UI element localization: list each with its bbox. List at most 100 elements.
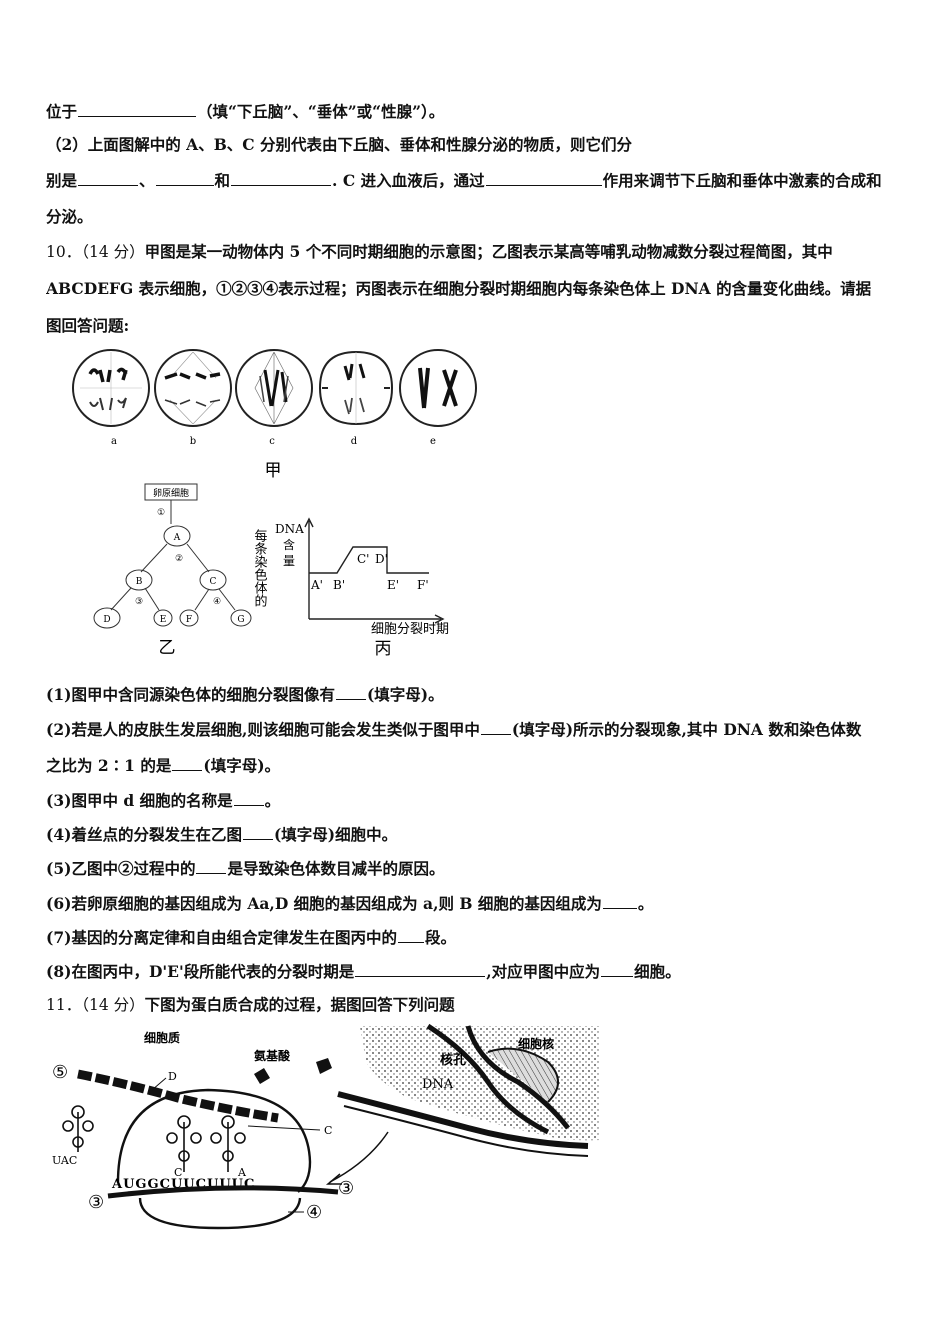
xlabel: 细胞分裂时期	[371, 622, 449, 637]
text: 和	[214, 171, 231, 190]
q10-sub-2b: 之比为 2∶1 的是(填字母)。	[46, 755, 906, 776]
ylabel-liang: 量	[283, 554, 295, 568]
cell-b	[154, 349, 232, 427]
answer-blank[interactable]	[231, 170, 332, 186]
text: 下图为蛋白质合成的过程，据图回答下列问题	[144, 995, 455, 1014]
circle-label-4: ④	[306, 1202, 322, 1223]
cytoplasm-label: 细胞质	[144, 1030, 180, 1045]
cell-D: D	[103, 615, 110, 625]
answer-blank[interactable]	[601, 961, 634, 977]
cell-A: A	[173, 533, 181, 543]
text: 、	[139, 171, 155, 190]
trna-3	[210, 1115, 246, 1172]
ylabel-text: 每条染色体的	[252, 528, 268, 607]
text-line-1: 位于 （填“下丘脑”、“垂体”或“性腺”）。	[46, 101, 906, 122]
text: (3)图甲中 d 细胞的名称是	[46, 791, 233, 810]
text: (5)乙图中②过程中的	[46, 859, 196, 878]
text: (填字母)细胞中。	[273, 825, 398, 844]
text: (6)若卵原细胞的基因组成为 Aa,D 细胞的基因组成为 a,则 B 细胞的基因…	[46, 894, 602, 913]
answer-blank[interactable]	[397, 927, 424, 943]
cell-e	[399, 349, 477, 427]
cell-a	[72, 349, 150, 427]
figure-bing: 每条染色体的 DNA 含 量 A' B' C' D' E' F' 细胞分裂时期 …	[252, 517, 449, 659]
question-number: 11．（14 分）	[46, 996, 145, 1014]
text: 。	[637, 894, 654, 913]
text: ,对应甲图中应为	[486, 962, 601, 981]
cell-label-c: c	[269, 436, 275, 447]
answer-blank[interactable]	[602, 893, 637, 909]
q10-sub-3: (3)图甲中 d 细胞的名称是 。	[46, 790, 906, 811]
answer-blank[interactable]	[485, 170, 602, 186]
text: 别是	[46, 171, 78, 190]
anticodon-a: A	[237, 1166, 247, 1179]
cell-F: F	[186, 615, 192, 625]
text: 作用来调节下丘脑和垂体中激素的合成和	[602, 171, 882, 190]
q10-sub-1: (1)图甲中含同源染色体的细胞分裂图像有(填字母)。	[46, 684, 906, 705]
ylabel-han: 含	[283, 537, 295, 552]
point-C: C'	[357, 552, 369, 566]
q10-intro-3: 图回答问题:	[46, 316, 130, 335]
text: 细胞。	[634, 962, 681, 981]
cell-E: E	[160, 615, 167, 625]
q10-intro-2: ABCDEFG 表示细胞，①②③④表示过程；丙图表示在细胞分裂时期细胞内每条染色…	[46, 279, 872, 298]
anticodon-uac: UAC	[52, 1154, 77, 1167]
point-B: B'	[333, 578, 345, 592]
figure-caption-yi: 乙	[159, 638, 176, 658]
q10-sub-7: (7)基因的分离定律和自由组合定律发生在图丙中的段。	[46, 927, 906, 948]
answer-blank[interactable]	[78, 170, 139, 186]
label-C: C	[324, 1124, 332, 1137]
answer-blank[interactable]	[196, 858, 227, 874]
figure-caption-jia: 甲	[265, 461, 282, 480]
answer-blank[interactable]	[172, 755, 203, 771]
step-label-3: ③	[135, 597, 143, 607]
point-A: A'	[310, 578, 323, 592]
q10-sub-6: (6)若卵原细胞的基因组成为 Aa,D 细胞的基因组成为 a,则 B 细胞的基因…	[46, 893, 906, 914]
nuclear-pore-label: 核孔	[440, 1052, 466, 1068]
text-line-3: 别是、和. C 进入血液后，通过作用来调节下丘脑和垂体中激素的合成和	[46, 170, 906, 191]
text: (填字母)所示的分裂现象,其中 DNA 数和染色体数	[511, 720, 862, 739]
amino-acid-label: 氨基酸	[254, 1048, 291, 1063]
answer-blank[interactable]	[355, 961, 486, 977]
cell-label-e: e	[430, 436, 436, 447]
figure-jia: a b c d e 甲	[72, 349, 477, 480]
cell-d	[318, 350, 394, 426]
box-label-oogonium: 卵原细胞	[153, 487, 189, 499]
cell-label-d: d	[351, 436, 358, 447]
anticodon-c: C	[174, 1166, 182, 1179]
label-D: D	[168, 1070, 177, 1083]
ylabel-dna: DNA	[275, 522, 304, 536]
text: 甲图是某一动物体内 5 个不同时期细胞的示意图；乙图表示某高等哺乳动物减数分裂过…	[144, 242, 833, 261]
text: (7)基因的分离定律和自由组合定律发生在图丙中的	[46, 928, 397, 947]
text: 是导致染色体数目减半的原因。	[227, 859, 445, 878]
cell-c	[235, 349, 313, 427]
cell-label-b: b	[190, 436, 196, 447]
text: 之比为 2∶1 的是	[46, 756, 172, 775]
text: （填“下丘脑”、“垂体”或“性腺”）。	[197, 102, 445, 121]
circle-label-5: ⑤	[52, 1062, 68, 1083]
point-E: E'	[387, 578, 399, 592]
text: (1)图甲中含同源染色体的细胞分裂图像有	[46, 685, 335, 704]
answer-blank[interactable]	[335, 684, 366, 700]
answer-blank[interactable]	[233, 790, 264, 806]
text-line-2: （2）上面图解中的 A、B、C 分别代表由下丘脑、垂体和性腺分泌的物质，则它们分	[46, 135, 633, 154]
step-label-1: ①	[157, 508, 165, 518]
text: (2)若是人的皮肤生发层细胞,则该细胞可能会发生类似于图甲中	[46, 720, 480, 739]
answer-blank[interactable]	[242, 824, 273, 840]
q10-sub-8: (8)在图丙中，D'E'段所能代表的分裂时期是,对应甲图中应为细胞。	[46, 961, 906, 982]
text: 位于	[46, 102, 78, 121]
answer-blank[interactable]	[155, 170, 214, 186]
cell-label-a: a	[111, 436, 117, 447]
text: 。	[264, 791, 281, 810]
answer-blank[interactable]	[480, 719, 511, 735]
dna-label: DNA	[422, 1077, 454, 1092]
ylabel-vertical: 每条染色体的	[252, 528, 268, 607]
figure-caption-bing: 丙	[375, 639, 392, 659]
q11-intro: 11．（14 分）下图为蛋白质合成的过程，据图回答下列问题	[46, 995, 906, 1015]
point-D: D'	[375, 552, 388, 566]
trna-1	[62, 1105, 94, 1152]
step-label-2: ②	[175, 554, 183, 564]
answer-blank[interactable]	[78, 101, 197, 117]
q10-sub-2: (2)若是人的皮肤生发层细胞,则该细胞可能会发生类似于图甲中 (填字母)所示的分裂…	[46, 719, 906, 740]
q10-sub-4: (4)着丝点的分裂发生在乙图(填字母)细胞中。	[46, 824, 906, 845]
